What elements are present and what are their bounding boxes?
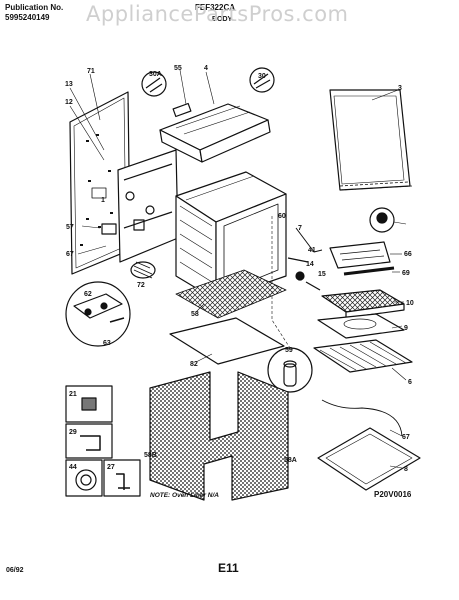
- footer-date: 06/92: [6, 567, 24, 574]
- callout-14: 14: [306, 261, 314, 268]
- page-number: E11: [218, 561, 239, 575]
- side-panel: [329, 89, 413, 233]
- watermark: AppliancePartsPros.com: [86, 2, 349, 26]
- callout-7: 7: [298, 225, 302, 232]
- callout-67-door: 67: [402, 434, 410, 441]
- callout-44: 44: [69, 464, 77, 471]
- callout-57: 57: [66, 224, 74, 231]
- publication-label: Publication No.: [5, 3, 64, 12]
- callout-6: 6: [408, 379, 412, 386]
- brackets-30: [141, 67, 275, 97]
- section-title: BODY: [212, 16, 233, 23]
- callout-10: 10: [406, 300, 414, 307]
- callout-63: 63: [103, 340, 111, 347]
- callout-69: 69: [402, 270, 410, 277]
- callout-12: 12: [65, 99, 73, 106]
- callout-4: 4: [204, 65, 208, 72]
- leader-lines: [69, 69, 407, 469]
- callout-3: 3: [398, 85, 402, 92]
- callout-15: 15: [318, 271, 326, 278]
- drawing-id: P20V0016: [374, 490, 412, 499]
- top-frame: [159, 102, 271, 163]
- bottom-plate: [169, 317, 285, 365]
- vent-cap: [130, 261, 156, 279]
- callout-59: 59: [285, 347, 293, 354]
- callout-21: 21: [69, 391, 77, 398]
- diagram-note: NOTE: Oven Liner N/A: [150, 492, 219, 499]
- bottom-insulation: [175, 269, 287, 319]
- detail-hinge: [65, 281, 131, 347]
- callout-8: 8: [404, 466, 408, 473]
- callout-13: 13: [65, 81, 73, 88]
- oven-light: [267, 347, 313, 393]
- callout-1: 1: [101, 197, 105, 204]
- callout-72: 72: [137, 282, 145, 289]
- callout-82: 82: [190, 361, 198, 368]
- callout-41: 41: [308, 247, 316, 254]
- door-liner: [317, 399, 421, 491]
- wiring-panel: [101, 149, 179, 263]
- callout-58B: 58B: [144, 452, 157, 459]
- callout-71: 71: [87, 68, 95, 75]
- callout-9: 9: [404, 325, 408, 332]
- insulation-blanket: [149, 371, 289, 501]
- callout-5: 5: [380, 217, 384, 224]
- broil-pan: [317, 289, 405, 339]
- callout-29: 29: [69, 429, 77, 436]
- callout-58: 58: [191, 311, 199, 318]
- oven-rack: [313, 339, 413, 373]
- callout-55: 55: [174, 65, 182, 72]
- callout-27: 27: [107, 464, 115, 471]
- small-parts-boxes: [65, 385, 141, 497]
- callout-66: 66: [404, 251, 412, 258]
- callout-60: 60: [278, 213, 286, 220]
- callout-62: 62: [84, 291, 92, 298]
- callout-30: 30: [258, 73, 266, 80]
- model-number: FEF322CA: [195, 3, 236, 12]
- callout-58A: 58A: [284, 457, 297, 464]
- bake-element-parts: [287, 227, 395, 291]
- callout-30A: 30A: [149, 71, 162, 78]
- callout-67: 67: [66, 251, 74, 258]
- publication-number: 5995240149: [5, 13, 50, 22]
